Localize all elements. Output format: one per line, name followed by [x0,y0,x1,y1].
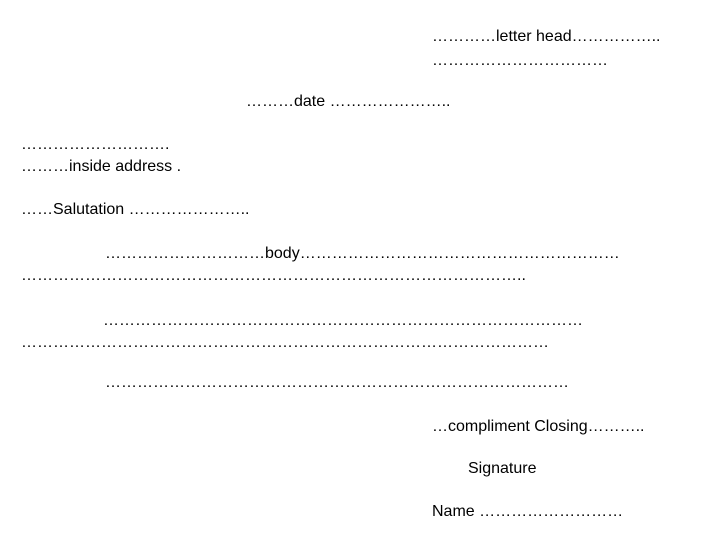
body-line-3: ……………………………………………………………………………… [103,312,583,329]
letter-head-line-1: …………letter head…………….. [432,28,661,45]
inside-address-line-2: ………inside address . [21,158,182,175]
letter-head-line-2: …………………………… [432,52,608,69]
compliment-closing-line: …compliment Closing……….. [432,418,645,435]
body-line-2: ………………………………………………………………………………….. [21,267,526,284]
body-line-1: …………………………body…………………………………………………… [105,245,620,262]
body-line-4: ……………………………………………………………………………………… [21,334,549,351]
name-line: Name ……………………… [432,503,624,520]
body-line-5: …………………………………………………………………………… [105,374,569,391]
salutation-line: ……Salutation ………………….. [21,201,250,218]
date-line: ………date ………………….. [246,93,451,110]
signature-label: Signature [468,460,537,477]
inside-address-line-1: ………………………. [21,136,170,153]
